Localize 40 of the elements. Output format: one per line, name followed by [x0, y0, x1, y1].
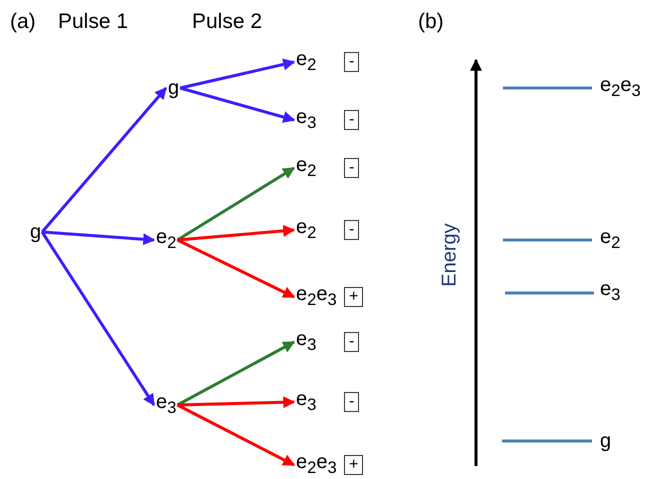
column-heading: Pulse 1 — [58, 10, 128, 34]
arrow — [177, 396, 296, 408]
level-label: g — [600, 429, 612, 453]
arrow — [40, 231, 156, 406]
sign-box: - — [344, 220, 360, 240]
state-label: e$_{3}$ — [296, 327, 316, 357]
level-label: e$_{2}$ — [600, 225, 620, 254]
column-heading: Pulse 2 — [192, 10, 262, 34]
arrow — [180, 58, 296, 90]
state-label: e$_{2}$e$_{3}$ — [296, 282, 337, 312]
state-label: e$_{3}$ — [296, 105, 316, 135]
state-label: e$_{2}$ — [296, 153, 316, 183]
sign-box: - — [344, 52, 360, 72]
sign-box: - — [344, 392, 360, 412]
state-label: e$_{3}$ — [156, 390, 176, 420]
level-label: e$_{3}$ — [600, 277, 620, 306]
panel-label: (b) — [418, 10, 444, 34]
state-label: e$_{2}$ — [296, 47, 316, 77]
panel-label: (a) — [10, 10, 36, 34]
state-label: e$_{2}$ — [296, 215, 316, 245]
arrow — [42, 230, 156, 246]
state-label: g — [30, 220, 42, 244]
arrow — [40, 87, 168, 233]
sign-box: + — [344, 455, 364, 475]
axis-label: Energy — [438, 223, 462, 287]
level-label: e$_{2}$e$_{3}$ — [600, 73, 641, 102]
sign-box: - — [344, 110, 360, 130]
arrow — [180, 86, 296, 123]
arrow — [176, 340, 296, 406]
sign-box: - — [344, 158, 360, 178]
state-label: e$_{2}$ — [156, 225, 176, 255]
arrow — [177, 224, 296, 242]
state-label: e$_{3}$ — [296, 387, 316, 417]
arrow — [176, 404, 296, 466]
sign-box: + — [344, 287, 364, 307]
arrow — [176, 238, 296, 298]
state-label: g — [168, 76, 180, 100]
sign-box: - — [344, 332, 360, 352]
arrow — [176, 166, 296, 242]
state-label: e$_{2}$e$_{3}$ — [296, 450, 337, 479]
